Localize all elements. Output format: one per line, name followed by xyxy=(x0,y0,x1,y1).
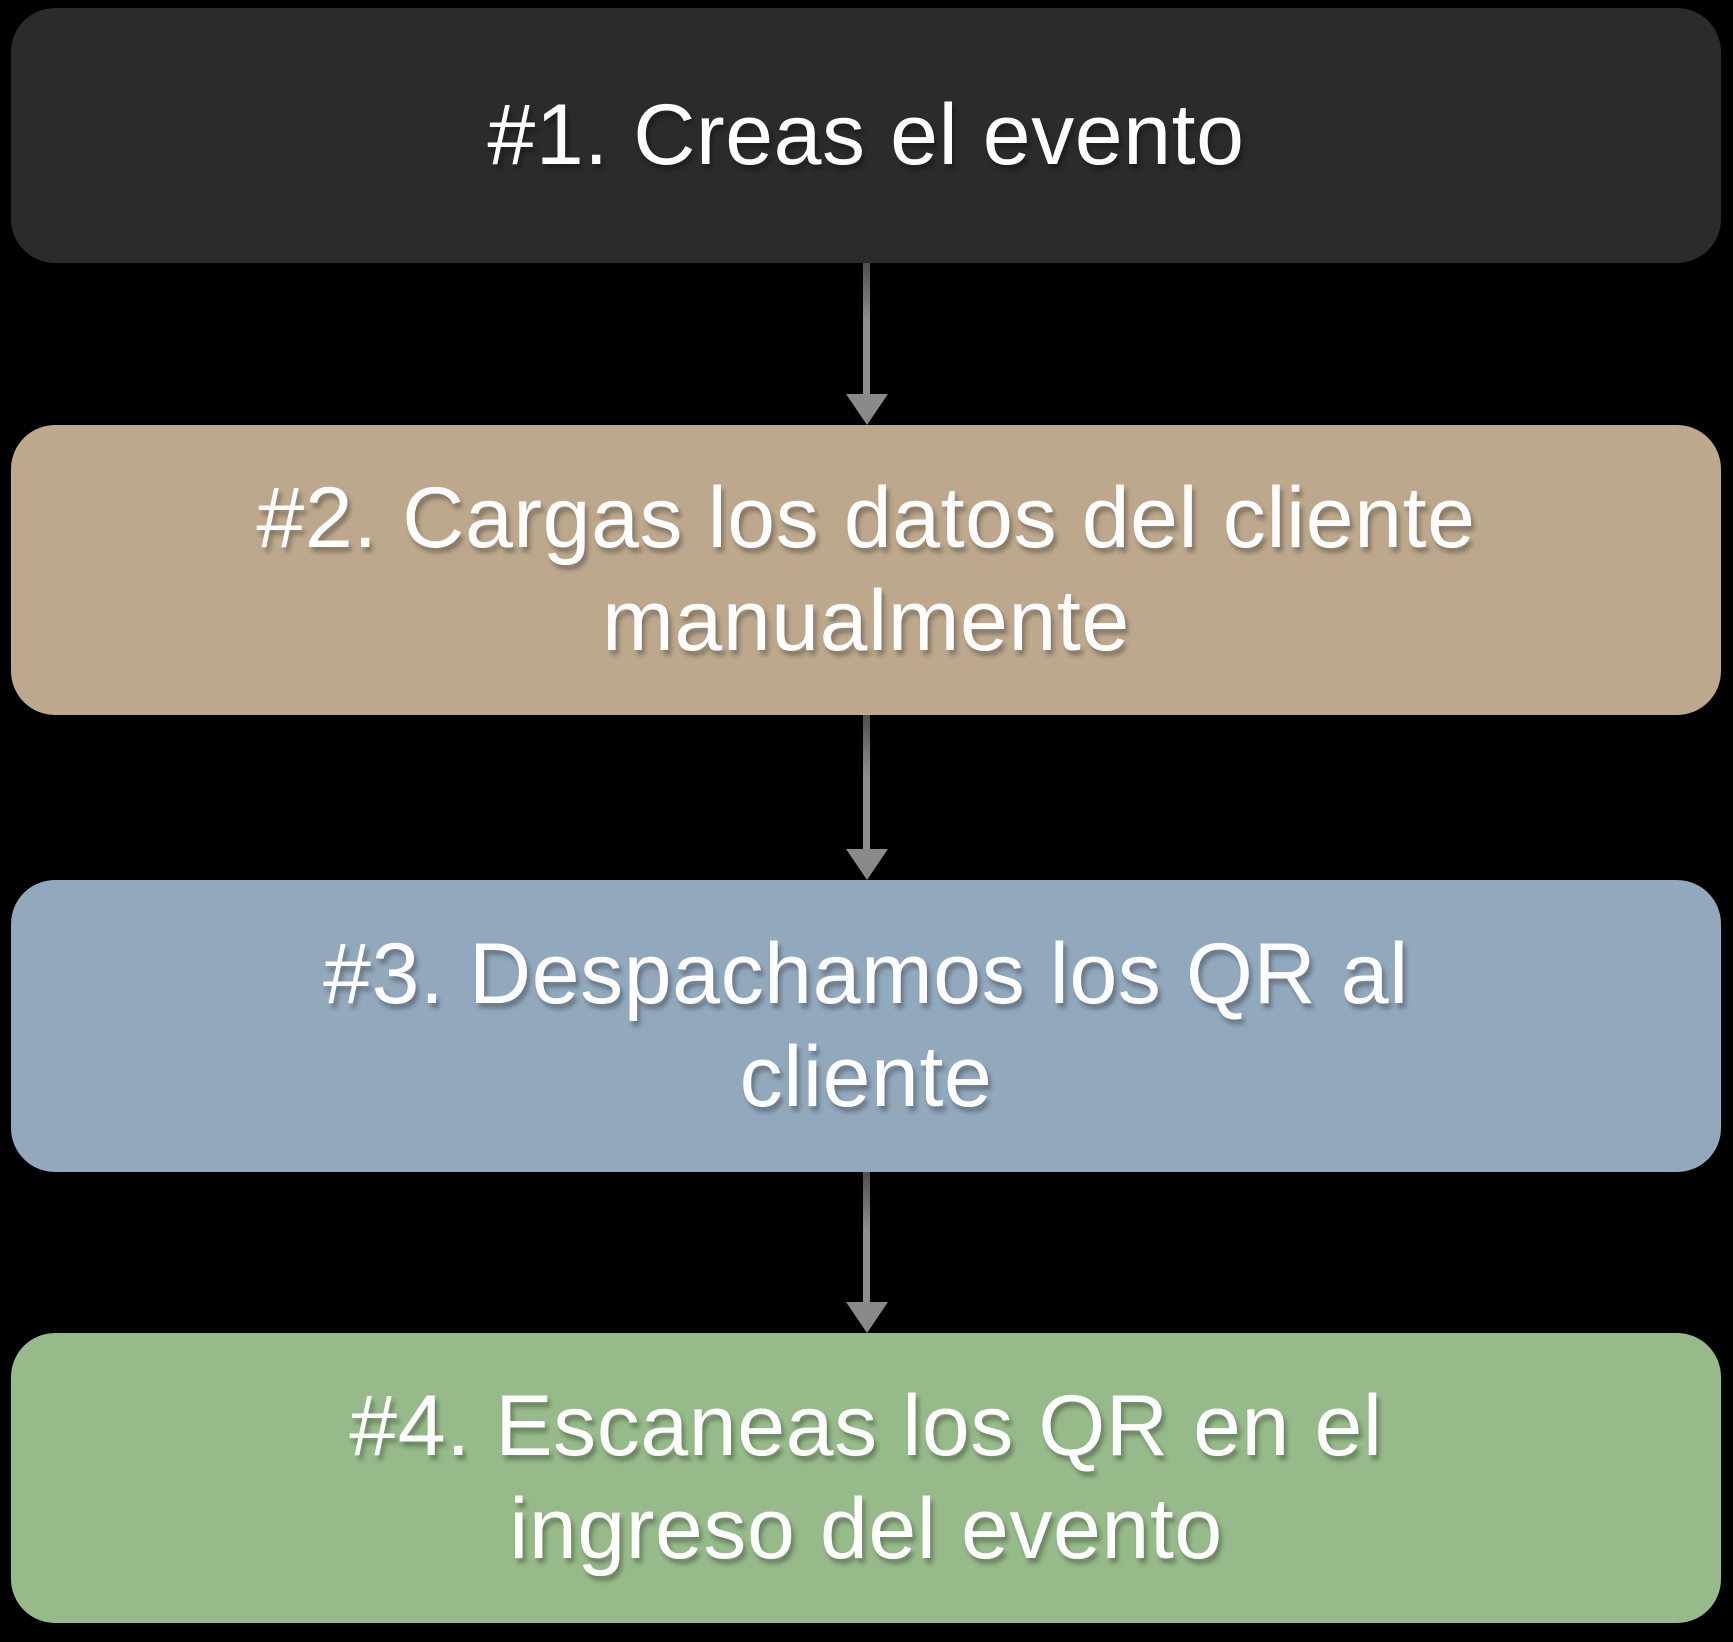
step-1-box: #1. Creas el evento xyxy=(11,8,1721,263)
arrow-3-line xyxy=(863,1172,870,1303)
step-3-box: #3. Despachamos los QR al cliente xyxy=(11,880,1721,1172)
step-3-label-line-1: #3. Despachamos los QR al xyxy=(323,926,1409,1022)
arrow-1-line xyxy=(863,263,870,396)
step-4-label-line-1: #4. Escaneas los QR en el xyxy=(349,1378,1383,1474)
arrow-2-line xyxy=(863,715,870,851)
step-4-box: #4. Escaneas los QR en el ingreso del ev… xyxy=(11,1333,1721,1623)
step-2-box: #2. Cargas los datos del cliente manualm… xyxy=(11,425,1721,715)
step-2-label-line-1: #2. Cargas los datos del cliente xyxy=(256,470,1476,566)
step-3-label-line-2: cliente xyxy=(739,1029,993,1125)
step-2-label-line-2: manualmente xyxy=(602,573,1130,669)
arrow-2-down-arrowhead-icon xyxy=(846,849,888,880)
step-4-label-line-2: ingreso del evento xyxy=(509,1481,1223,1577)
arrow-3-down-arrowhead-icon xyxy=(846,1302,888,1333)
step-1-label: #1. Creas el evento xyxy=(487,87,1245,183)
arrow-1-down-arrowhead-icon xyxy=(846,394,888,425)
